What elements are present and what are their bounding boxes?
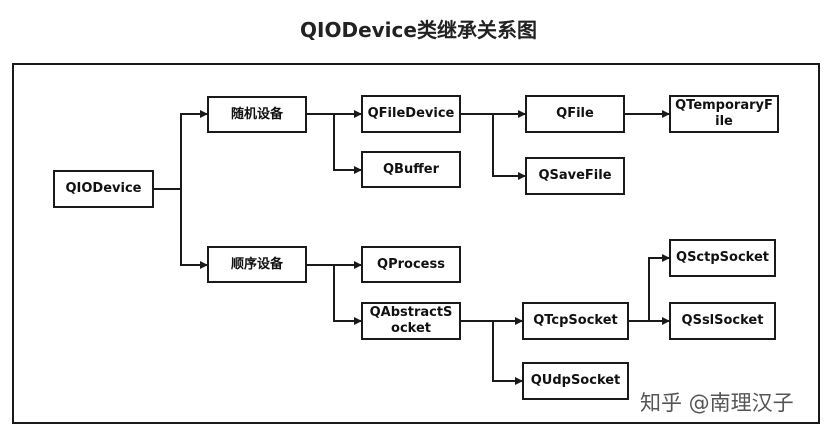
node-qsslsocket: QSslSocket xyxy=(669,302,776,340)
node-qabstractsocket: QAbstractSocket xyxy=(361,302,461,340)
node-qfile: QFile xyxy=(525,95,625,133)
edge-qfiledevice-qsavefile xyxy=(492,114,526,180)
diagram-title: QIODevice类继承关系图 xyxy=(300,18,537,42)
node-qfiledevice: QFileDevice xyxy=(361,95,461,133)
edge-qabstractsocket-qudpsocket xyxy=(492,321,523,385)
node-random-device: 随机设备 xyxy=(207,96,307,133)
edge-sequential-qabstractsocket xyxy=(333,265,362,325)
edge-qiodevice-random xyxy=(154,110,208,190)
node-qtemporaryfile: QTemporaryFile xyxy=(669,95,779,133)
node-qsavefile: QSaveFile xyxy=(525,157,625,195)
node-qtcpsocket: QTcpSocket xyxy=(522,302,629,340)
node-qudpsocket: QUdpSocket xyxy=(522,362,629,400)
node-qprocess: QProcess xyxy=(361,246,461,283)
node-qsctpsocket: QSctpSocket xyxy=(669,239,776,277)
edge-random-qbuffer xyxy=(333,114,362,174)
node-qbuffer: QBuffer xyxy=(361,151,461,188)
edge-qtcpsocket-qsctpsocket xyxy=(648,254,670,321)
node-sequential-device: 顺序设备 xyxy=(207,246,307,283)
node-qiodevice: QIODevice xyxy=(53,170,154,208)
edge-qiodevice-sequential xyxy=(180,189,208,269)
zhihu-watermark: 知乎 @南理汉子 xyxy=(640,391,794,415)
diagram-frame xyxy=(12,63,820,424)
